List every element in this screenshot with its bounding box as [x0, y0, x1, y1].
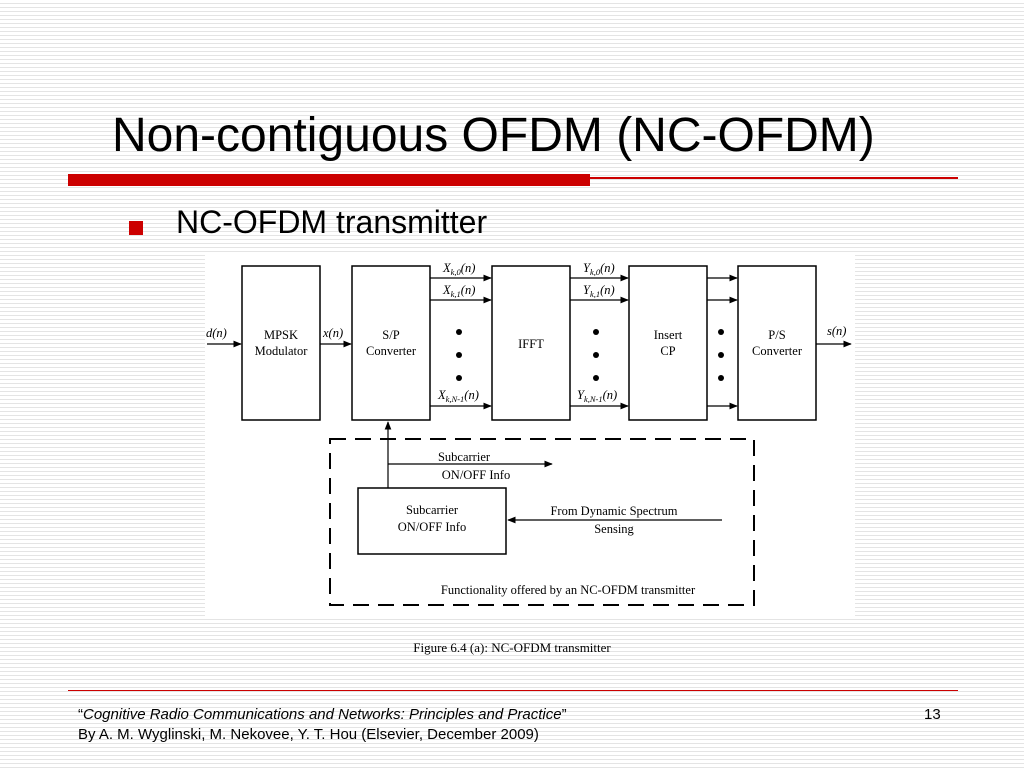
- info-out-label-2: ON/OFF Info: [442, 468, 510, 482]
- sensing-label-2: Sensing: [594, 522, 634, 536]
- title-rule-thick: [68, 174, 590, 186]
- ellipsis-dot: [593, 352, 599, 358]
- bullet-text: NC-OFDM transmitter: [176, 204, 488, 240]
- mpsk-label-1: MPSK: [264, 328, 298, 342]
- ifft-block: [491, 265, 571, 421]
- open-quote: “: [78, 706, 83, 723]
- diagram-svg: MPSK Modulator S/P Converter IFFT Insert…: [206, 261, 852, 606]
- bullet-square: [129, 221, 143, 235]
- close-quote: ”: [561, 706, 567, 723]
- sub-block-label-2: ON/OFF Info: [398, 520, 466, 534]
- functionality-label: Functionality offered by an NC-OFDM tran…: [441, 583, 696, 597]
- ellipsis-dot: [456, 329, 462, 335]
- figure-caption: Figure 6.4 (a): NC-OFDM transmitter: [0, 640, 1024, 656]
- footer-rule: [68, 690, 958, 691]
- mpsk-modulator-block: [241, 265, 321, 421]
- y-label-n: Yk,N-1(n): [577, 388, 617, 404]
- y-label-0: Yk,0(n): [583, 261, 615, 277]
- book-title: Cognitive Radio Communications and Netwo…: [83, 706, 562, 723]
- transmitter-diagram: MPSK Modulator S/P Converter IFFT Insert…: [205, 252, 855, 617]
- y-label-1: Yk,1(n): [583, 283, 615, 299]
- ellipsis-dot: [718, 352, 724, 358]
- cp-label-2: CP: [660, 344, 675, 358]
- ellipsis-dot: [718, 329, 724, 335]
- ellipsis-dot: [718, 375, 724, 381]
- sp-converter-block: [351, 265, 431, 421]
- mod-output-label: x(n): [322, 326, 343, 340]
- sp-label-1: S/P: [382, 328, 399, 342]
- citation-title: “Cognitive Radio Communications and Netw…: [78, 706, 567, 723]
- ps-label-1: P/S: [768, 328, 785, 342]
- insert-cp-block: [628, 265, 708, 421]
- ifft-label: IFFT: [518, 337, 544, 351]
- ellipsis-dot: [593, 329, 599, 335]
- page-number: 13: [924, 706, 941, 723]
- figure-caption-text: Figure 6.4 (a): NC-OFDM transmitter: [413, 640, 611, 655]
- sub-block-label-1: Subcarrier: [406, 503, 459, 517]
- slide-title: Non-contiguous OFDM (NC-OFDM): [112, 109, 875, 162]
- input-signal-label: d(n): [206, 326, 227, 340]
- output-signal-label: s(n): [827, 324, 846, 338]
- x-label-0: Xk,0(n): [442, 261, 475, 277]
- cp-label-1: Insert: [654, 328, 683, 342]
- sp-label-2: Converter: [366, 344, 417, 358]
- sensing-label-1: From Dynamic Spectrum: [550, 504, 677, 518]
- x-label-n: Xk,N-1(n): [437, 388, 479, 404]
- ps-label-2: Converter: [752, 344, 803, 358]
- subcarrier-info-block: [357, 487, 507, 555]
- ellipsis-dot: [456, 352, 462, 358]
- x-label-1: Xk,1(n): [442, 283, 475, 299]
- mpsk-label-2: Modulator: [255, 344, 309, 358]
- citation-authors: By A. M. Wyglinski, M. Nekovee, Y. T. Ho…: [78, 726, 539, 743]
- ps-converter-block: [737, 265, 817, 421]
- ellipsis-dot: [593, 375, 599, 381]
- functionality-box: [329, 438, 755, 606]
- info-out-label-1: Subcarrier: [438, 450, 491, 464]
- ellipsis-dot: [456, 375, 462, 381]
